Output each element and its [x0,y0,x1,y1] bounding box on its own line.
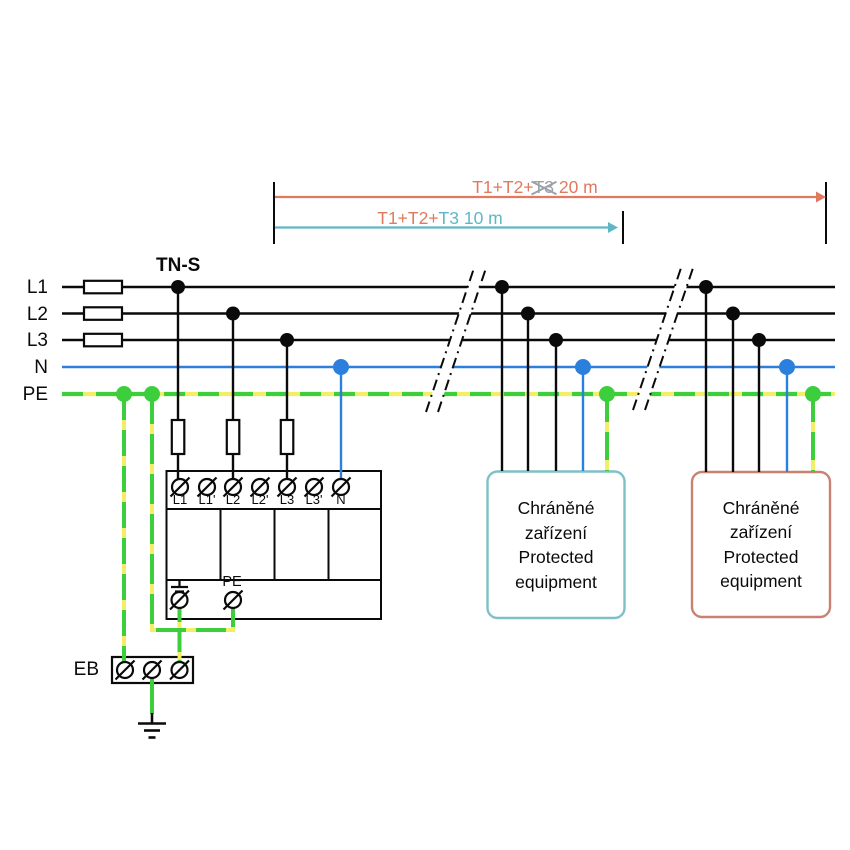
spd-terminal-label: N [336,492,346,507]
phase-junction-dots [171,280,766,347]
break-icon [644,267,694,411]
junction-dot [699,280,713,294]
junction-dot [226,306,240,321]
junction-dot [495,280,509,294]
break-icon [425,267,475,413]
screw-terminal-icon [330,476,352,498]
screw-terminal-icon [276,476,298,498]
junction-dot [599,386,615,402]
screw-terminal-icon [303,476,325,498]
neutral-drop-wires [339,367,789,487]
protected-box-text-line: Chráněné [517,498,595,518]
junction-dot [333,359,349,375]
protected-equipment-box-2: Chráněné zařízení Protected equipment [692,472,830,617]
protected-box-text-line: Protected [518,547,594,567]
neutral-junction-dots [333,359,795,375]
arrowhead-icon [816,191,826,203]
bus-label-l3: L3 [26,330,48,351]
junction-dot [752,333,766,347]
screw-terminal-icon [169,476,191,498]
protected-box-2-outline [690,470,832,619]
protected-box-text-line: Protected [723,546,799,567]
screw-terminal-icon [249,476,271,498]
fuses [82,279,295,456]
screw-terminal-icon [222,476,244,498]
junction-dot [726,306,740,321]
pe-junction-dots [116,386,821,402]
dimension-label-20m: T1+T2+T3 20 m [425,177,645,198]
junction-dot [779,359,795,375]
fuse-icon [82,279,124,295]
screw-terminal-icon [222,589,244,611]
bus-label-pe: PE [22,384,48,405]
fuse-icon [82,306,124,321]
junction-dot [805,386,821,402]
protected-box-text-line: zařízení [524,522,588,543]
spd-box [165,470,382,620]
break-icon [632,267,682,411]
spd-terminal-label: L1' [198,492,216,507]
junction-dot [116,386,132,402]
earth-bar-label: EB [73,659,99,680]
bus-label-n: N [34,357,48,378]
protected-equipment-box-1: Chráněné zařízení Protected equipment [488,472,624,618]
fuse-icon [225,418,241,456]
fuse-icon [82,332,124,348]
junction-dot [144,386,160,402]
fuse-icon [279,418,295,456]
dim10-length: T3 10 m [438,208,503,228]
break-icon [437,267,487,413]
spd-pe-terminal-label: PE [222,574,242,590]
dimension-label-10m: T1+T2+T3 10 m [330,208,550,229]
junction-dot [171,280,185,294]
bus-label-l2: L2 [26,303,48,325]
junction-dot [280,333,294,347]
junction-dot [575,359,591,375]
line-break-marks [425,267,694,413]
screw-terminal-icon [114,659,136,681]
junction-dot [549,333,563,347]
dimension-lines [273,182,827,244]
spd-terminal-label: L3' [305,492,323,507]
protected-box-1-outline [486,470,626,620]
earth-symbol-icon [138,713,166,739]
system-label: TN-S [156,255,201,276]
dim10-prefix: T1+T2+ [377,208,439,228]
screw-terminal-icon [169,589,190,611]
dim20-struck-t3: T3 [533,177,554,197]
spd-terminal-label: L1 [172,492,188,507]
protected-box-text-line: Chráněné [722,497,800,518]
screw-terminal-icon [141,659,163,681]
spd-terminal-label: L3 [279,492,295,507]
dim20-prefix: T1+T2+ [472,177,534,197]
spd-terminal-label: L2 [225,492,241,507]
protected-box-text-line: zařízení [729,522,793,542]
break-gap-2 [633,268,693,410]
spd-terminal-label: L2' [251,492,269,507]
protected-box-text-line: equipment [515,571,597,592]
screw-terminal-icon [196,476,218,498]
junction-dot [521,306,535,321]
fuse-icon [170,418,186,456]
screw-terminal-icon [169,659,190,681]
wire-pe-to-spd-pe [150,394,235,632]
bus-label-l1: L1 [26,277,48,298]
screw-terminals [114,476,352,681]
arrowhead-icon [608,222,618,233]
break-gap-1 [426,268,486,412]
dim20-length: 20 m [553,177,598,197]
protected-box-text-line: equipment [720,571,802,591]
